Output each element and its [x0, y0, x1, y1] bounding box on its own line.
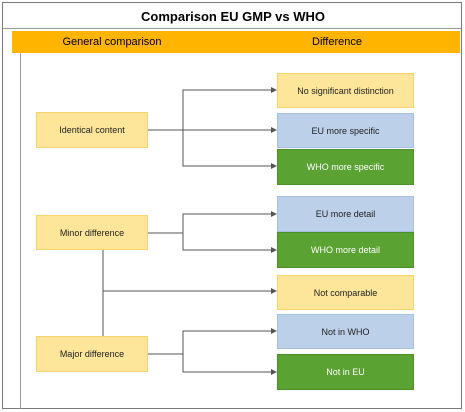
connector-minor-to-not-comparable — [102, 250, 277, 294]
outcome-not-in-who: Not in WHO — [277, 314, 414, 349]
connector-major-to-not-in-eu — [182, 354, 277, 375]
header-general-comparison: General comparison — [62, 36, 162, 48]
outcome-eu-more-specific: EU more specific — [277, 113, 414, 148]
diagram-title: Comparison EU GMP vs WHO — [141, 9, 325, 24]
connector-major-to-not-in-who — [148, 328, 277, 355]
header-difference: Difference — [312, 36, 362, 48]
category-major-difference: Major difference — [36, 336, 148, 372]
category-minor-difference: Minor difference — [36, 215, 148, 250]
column-header-bar: General comparison Difference — [12, 31, 460, 53]
title-divider — [3, 28, 461, 29]
connector-identical-to-who-specific — [182, 130, 277, 169]
connector-minor-to-eu-detail — [148, 211, 277, 234]
category-identical-content: Identical content — [36, 112, 148, 148]
left-guide-line — [20, 53, 21, 409]
outcome-who-more-specific: WHO more specific — [277, 149, 414, 185]
outcome-who-more-detail: WHO more detail — [277, 232, 414, 268]
connector-identical-to-no-distinction — [148, 87, 277, 131]
connector-minor-to-who-detail — [182, 233, 277, 253]
connector-lines — [102, 87, 277, 375]
outcome-not-in-eu: Not in EU — [277, 354, 414, 390]
outcome-eu-more-detail: EU more detail — [277, 196, 414, 232]
diagram-frame: Comparison EU GMP vs WHO General compari… — [2, 2, 462, 409]
outcome-no-significant-distinction: No significant distinction — [277, 73, 414, 108]
outcome-not-comparable: Not comparable — [277, 275, 414, 310]
